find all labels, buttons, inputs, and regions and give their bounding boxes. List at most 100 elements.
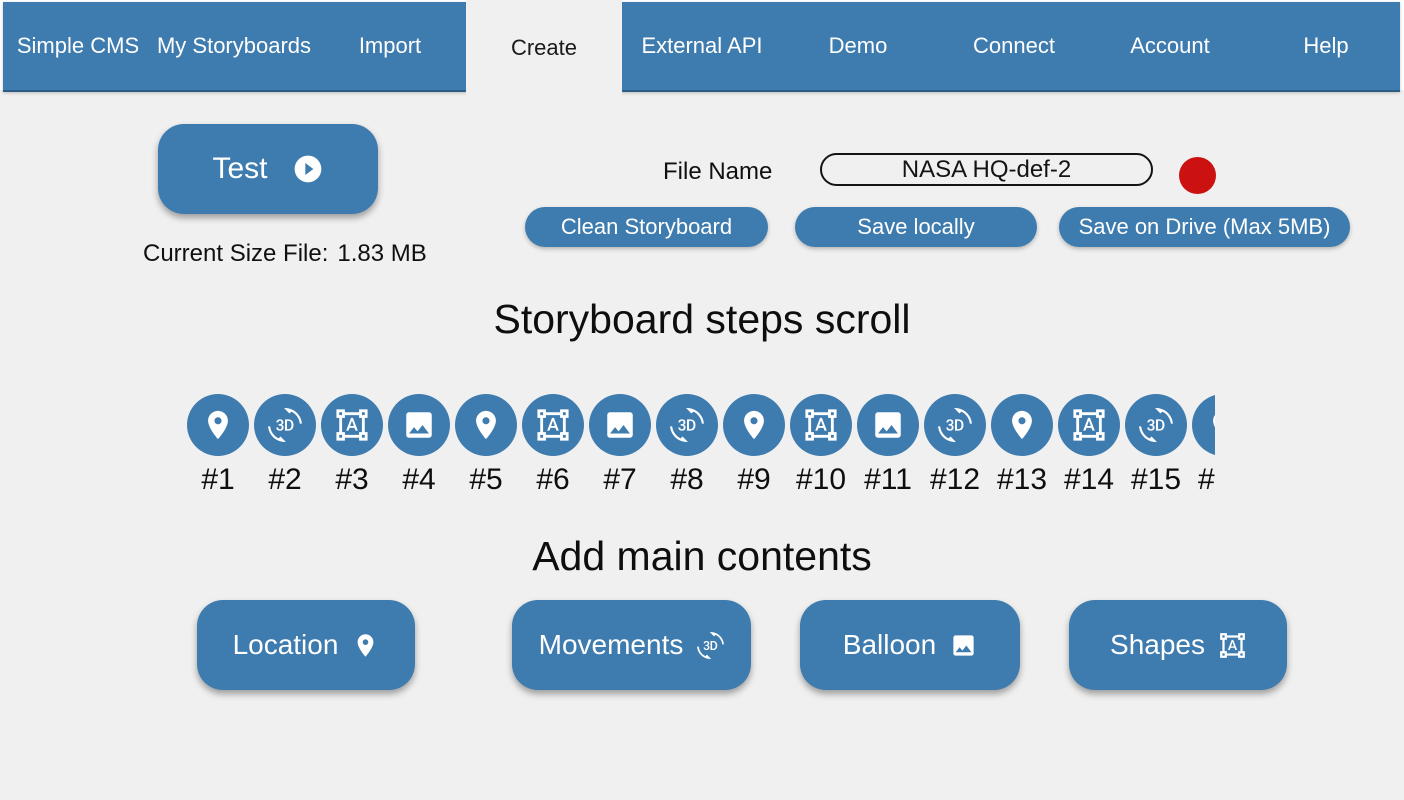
storyboard-step[interactable]: #12 (924, 394, 986, 497)
3d-rotation-icon (938, 408, 972, 442)
step-circle[interactable] (857, 394, 919, 456)
place-icon (469, 408, 503, 442)
test-button-label: Test (212, 152, 268, 185)
shapes-button-label: Shapes (1110, 629, 1205, 660)
save-locally-button[interactable]: Save locally (795, 207, 1037, 247)
storyboard-steps-title: Storyboard steps scroll (493, 296, 911, 342)
save-on-drive-button[interactable]: Save on Drive (Max 5MB) (1059, 207, 1350, 247)
storyboard-step[interactable]: #15 (1125, 394, 1187, 497)
step-circle[interactable] (187, 394, 249, 456)
step-circle[interactable] (656, 394, 718, 456)
storyboard-step[interactable]: #1 (187, 394, 249, 497)
step-circle[interactable] (723, 394, 785, 456)
current-size-line: Current Size File:1.83 MB (143, 240, 427, 268)
nav-item-import[interactable]: Import (358, 33, 422, 58)
storyboard-step[interactable]: #6 (522, 394, 584, 497)
storyboard-step[interactable]: #4 (388, 394, 450, 497)
step-label: #4 (402, 463, 436, 496)
step-label: #13 (996, 463, 1048, 496)
step-circle[interactable] (388, 394, 450, 456)
movements-button-label: Movements (538, 629, 684, 660)
steps-strip: #1 #2 #3 #4 #5 #6 #7 (187, 394, 1215, 497)
step-label: #2 (268, 463, 302, 496)
3d-rotation-icon (670, 408, 704, 442)
shapes-button[interactable]: Shapes (1069, 600, 1287, 690)
step-label: #9 (737, 463, 771, 496)
step-label: #1 (201, 463, 235, 496)
step-label: #14 (1063, 463, 1115, 496)
storyboard-step[interactable]: #11 (857, 394, 919, 497)
place-icon (737, 408, 771, 442)
step-label: #5 (469, 463, 503, 496)
step-label: #16 (1197, 463, 1215, 496)
balloon-button-label: Balloon (842, 629, 937, 660)
storyboard-step[interactable]: #10 (790, 394, 852, 497)
location-button[interactable]: Location (197, 600, 415, 690)
format-shapes-icon (1072, 408, 1106, 442)
place-icon (1005, 408, 1039, 442)
add-main-contents-title: Add main contents (532, 533, 872, 579)
nav-item-help[interactable]: Help (1303, 33, 1349, 58)
tab-create-active[interactable]: Create (466, 0, 622, 96)
step-label: #7 (603, 463, 637, 496)
storyboard-step[interactable]: #3 (321, 394, 383, 497)
step-circle[interactable] (1125, 394, 1187, 456)
nav-item-demo[interactable]: Demo (828, 33, 888, 58)
place-icon (1206, 408, 1215, 442)
nav-item-connect[interactable]: Connect (973, 33, 1055, 58)
steps-scroll-area[interactable]: #1 #2 #3 #4 #5 #6 #7 (187, 394, 1215, 498)
storyboard-step[interactable]: #2 (254, 394, 316, 497)
clean-storyboard-button[interactable]: Clean Storyboard (525, 207, 768, 247)
nav-item-simple-cms[interactable]: Simple CMS (16, 33, 140, 58)
3d-rotation-icon (1139, 408, 1173, 442)
3d-rotation-icon (697, 632, 724, 659)
step-circle[interactable] (589, 394, 651, 456)
step-label: #8 (670, 463, 704, 496)
nav-item-my-storyboards[interactable]: My Storyboards (156, 33, 312, 58)
image-icon (603, 408, 637, 442)
nav-item-account[interactable]: Account (1130, 33, 1210, 58)
step-label: #11 (864, 463, 912, 496)
place-icon (201, 408, 235, 442)
step-label: #12 (929, 463, 981, 496)
storyboard-step[interactable]: #9 (723, 394, 785, 497)
balloon-button[interactable]: Balloon (800, 600, 1020, 690)
step-label: #10 (795, 463, 847, 496)
nav-item-external-api[interactable]: External API (641, 33, 763, 58)
test-button[interactable]: Test (158, 124, 378, 214)
storyboard-step[interactable]: #8 (656, 394, 718, 497)
record-indicator-dot (1179, 157, 1216, 194)
storyboard-step[interactable]: #7 (589, 394, 651, 497)
step-label: #15 (1130, 463, 1182, 496)
storyboard-step[interactable]: #13 (991, 394, 1053, 497)
step-circle[interactable] (321, 394, 383, 456)
step-circle[interactable] (522, 394, 584, 456)
step-label: #3 (335, 463, 369, 496)
storyboard-step[interactable]: #16 (1192, 394, 1215, 497)
step-circle[interactable] (790, 394, 852, 456)
place-icon (352, 632, 379, 659)
step-circle[interactable] (254, 394, 316, 456)
image-icon (950, 632, 977, 659)
step-circle[interactable] (1058, 394, 1120, 456)
format-shapes-icon (804, 408, 838, 442)
step-circle[interactable] (991, 394, 1053, 456)
step-label: #6 (536, 463, 570, 496)
file-name-input[interactable] (820, 153, 1153, 186)
format-shapes-icon (1219, 632, 1246, 659)
movements-button[interactable]: Movements (512, 600, 751, 690)
step-circle[interactable] (924, 394, 986, 456)
image-icon (402, 408, 436, 442)
format-shapes-icon (536, 408, 570, 442)
3d-rotation-icon (268, 408, 302, 442)
storyboard-step[interactable]: #5 (455, 394, 517, 497)
top-navigation-bar (3, 2, 1400, 92)
file-name-label: File Name (663, 158, 773, 185)
step-circle[interactable] (1192, 394, 1215, 456)
step-circle[interactable] (455, 394, 517, 456)
storyboard-step[interactable]: #14 (1058, 394, 1120, 497)
play-circle-icon (292, 153, 324, 185)
image-icon (871, 408, 905, 442)
format-shapes-icon (335, 408, 369, 442)
